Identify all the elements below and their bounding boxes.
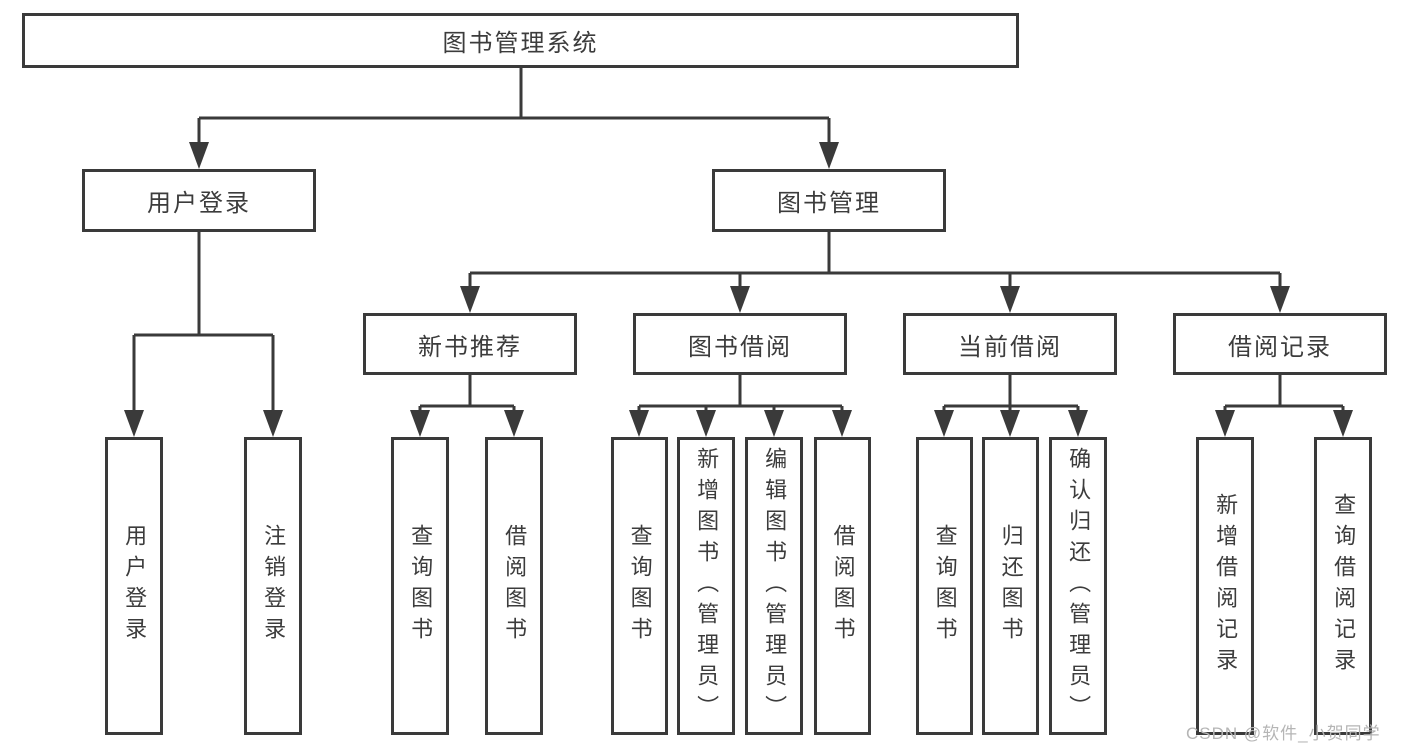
- node-new-book-recommend: 新书推荐: [363, 313, 577, 375]
- node-book-borrow: 图书借阅: [633, 313, 847, 375]
- leaf-label: 借阅图书: [502, 524, 528, 648]
- node-current-borrow: 当前借阅: [903, 313, 1117, 375]
- connector-current-borrow: [942, 375, 1080, 413]
- leaf-label: 用户登录: [122, 524, 148, 648]
- node-book-management: 图书管理: [712, 169, 946, 232]
- leaf-return-books: 归还图书: [982, 437, 1039, 735]
- arrow-down-icon: [1000, 286, 1020, 313]
- arrow-down-icon: [124, 410, 144, 437]
- arrow-down-icon: [764, 410, 784, 437]
- connector-new-book-recommend: [418, 375, 516, 413]
- watermark: CSDN @软件_小贺同学: [1186, 724, 1381, 743]
- leaf-query-borrow-record: 查询借阅记录: [1314, 437, 1372, 735]
- arrow-down-icon: [832, 410, 852, 437]
- connector-root-level1: [197, 68, 831, 145]
- arrow-down-icon: [934, 410, 954, 437]
- node-borrow-records: 借阅记录: [1173, 313, 1387, 375]
- leaf-label: 确认归还（管理员）: [1066, 446, 1092, 726]
- leaf-edit-books-admin: 编辑图书（管理员）: [745, 437, 803, 735]
- leaf-label: 查询图书: [408, 524, 434, 648]
- arrow-down-icon: [1000, 410, 1020, 437]
- arrow-down-icon: [504, 410, 524, 437]
- leaf-label: 注销登录: [261, 524, 287, 648]
- leaf-query-books-borrow: 查询图书: [611, 437, 668, 735]
- leaf-confirm-return-admin: 确认归还（管理员）: [1049, 437, 1107, 735]
- leaf-label: 查询图书: [932, 524, 958, 648]
- leaf-add-books-admin: 新增图书（管理员）: [677, 437, 735, 735]
- leaf-label: 查询借阅记录: [1331, 493, 1357, 679]
- node-label: 新书推荐: [418, 333, 522, 361]
- node-label: 当前借阅: [958, 333, 1062, 361]
- arrow-down-icon: [730, 286, 750, 313]
- arrow-down-icon: [410, 410, 430, 437]
- node-label: 借阅记录: [1228, 333, 1332, 361]
- leaf-label: 新增图书（管理员）: [694, 446, 720, 726]
- connector-user-login: [132, 232, 275, 413]
- arrow-down-icon: [819, 142, 839, 169]
- arrow-down-icon: [460, 286, 480, 313]
- leaf-borrow-books-recommend: 借阅图书: [485, 437, 543, 735]
- node-label: 图书管理: [777, 190, 881, 217]
- node-root-label: 图书管理系统: [442, 30, 599, 57]
- leaf-label: 查询图书: [627, 524, 653, 648]
- leaf-user-login: 用户登录: [105, 437, 163, 735]
- leaf-label: 归还图书: [998, 524, 1024, 648]
- leaf-label: 新增借阅记录: [1213, 493, 1239, 679]
- arrow-down-icon: [263, 410, 283, 437]
- arrow-down-icon: [1215, 410, 1235, 437]
- arrow-down-icon: [1068, 410, 1088, 437]
- node-label: 用户登录: [147, 190, 251, 217]
- leaf-query-books-recommend: 查询图书: [391, 437, 449, 735]
- leaf-label: 借阅图书: [830, 524, 856, 648]
- leaf-query-books-current: 查询图书: [916, 437, 973, 735]
- arrow-down-icon: [1270, 286, 1290, 313]
- node-user-login: 用户登录: [82, 169, 316, 232]
- arrow-down-icon: [189, 142, 209, 169]
- arrow-down-icon: [1333, 410, 1353, 437]
- connector-book-management: [468, 232, 1282, 289]
- connector-borrow-records: [1223, 375, 1345, 413]
- leaf-logout: 注销登录: [244, 437, 302, 735]
- leaf-borrow-books: 借阅图书: [814, 437, 871, 735]
- leaf-label: 编辑图书（管理员）: [762, 446, 788, 726]
- arrow-down-icon: [629, 410, 649, 437]
- arrow-down-icon: [696, 410, 716, 437]
- connector-book-borrow: [637, 375, 844, 413]
- node-label: 图书借阅: [688, 333, 792, 361]
- node-root: 图书管理系统: [22, 13, 1019, 68]
- leaf-add-borrow-record: 新增借阅记录: [1196, 437, 1254, 735]
